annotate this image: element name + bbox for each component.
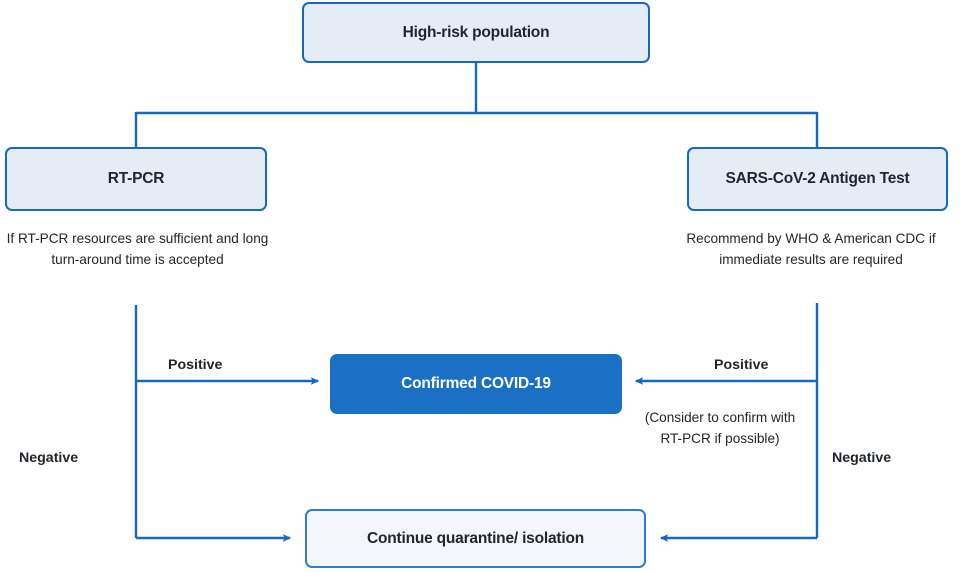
caption-antigen: Recommend by WHO & American CDC if immed…: [686, 231, 936, 267]
node-sars-cov-2-antigen-test-label: SARS-CoV-2 Antigen Test: [725, 170, 910, 187]
node-confirmed-covid-19[interactable]: Confirmed COVID-19: [330, 354, 622, 414]
node-confirmed-covid-19-label: Confirmed COVID-19: [401, 375, 551, 392]
edge-label-negative-right: Negative: [832, 450, 892, 466]
edge-label-positive-left: Positive: [168, 357, 223, 373]
node-rt-pcr-label: RT-PCR: [107, 170, 165, 187]
edge-label-positive-right: Positive: [714, 357, 769, 373]
caption-confirm-note: (Consider to confirm with RT-PCR if poss…: [644, 410, 796, 446]
node-rt-pcr[interactable]: RT-PCR: [5, 147, 267, 211]
node-continue-quarantine-isolation-label: Continue quarantine/ isolation: [366, 529, 585, 547]
node-continue-quarantine-isolation[interactable]: Continue quarantine/ isolation: [305, 509, 646, 568]
caption-rt-pcr: If RT-PCR resources are sufficient and l…: [6, 231, 269, 267]
edge-label-negative-left: Negative: [19, 450, 79, 466]
node-high-risk-population[interactable]: High-risk population: [302, 2, 650, 63]
node-sars-cov-2-antigen-test[interactable]: SARS-CoV-2 Antigen Test: [687, 147, 948, 211]
node-high-risk-population-label: High-risk population: [402, 23, 550, 41]
